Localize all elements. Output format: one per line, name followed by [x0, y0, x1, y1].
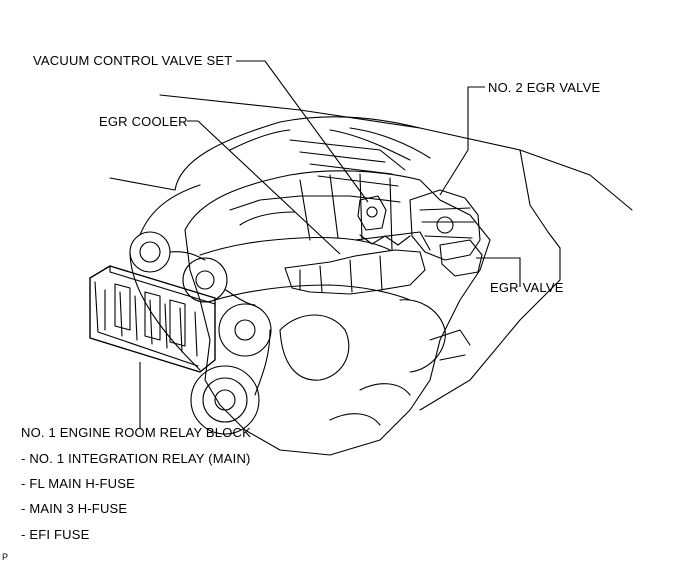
label-egr-valve: EGR VALVE: [490, 280, 564, 295]
label-vacuum-control-valve-set: VACUUM CONTROL VALVE SET: [33, 53, 233, 68]
egr-cooler-shape: [284, 249, 426, 295]
leader-vacuum-valve: [236, 60, 369, 203]
label-relay-item: - NO. 1 INTEGRATION RELAY (MAIN): [21, 451, 251, 466]
leader-egr-valve: [476, 257, 521, 287]
engine-block: [184, 170, 491, 456]
no2-egr-valve-shape: [409, 189, 481, 261]
label-relay-item: - EFI FUSE: [21, 527, 90, 542]
label-relay-item: - MAIN 3 H-FUSE: [21, 501, 128, 516]
label-relay-block-title: NO. 1 ENGINE ROOM RELAY BLOCK: [21, 425, 251, 440]
vacuum-valve-shape: [357, 195, 387, 231]
crank-pulley: [190, 365, 260, 435]
label-relay-item: - FL MAIN H-FUSE: [21, 476, 135, 491]
egr-valve-shape: [439, 239, 483, 277]
label-no2-egr-valve: NO. 2 EGR VALVE: [488, 80, 601, 95]
body-outline: [109, 94, 633, 211]
pulley-large: [129, 231, 171, 273]
figure-code: P: [2, 552, 9, 562]
label-egr-cooler: EGR COOLER: [99, 114, 188, 129]
leader-egr-cooler: [187, 120, 341, 255]
leader-no2-egr-valve: [439, 86, 485, 196]
